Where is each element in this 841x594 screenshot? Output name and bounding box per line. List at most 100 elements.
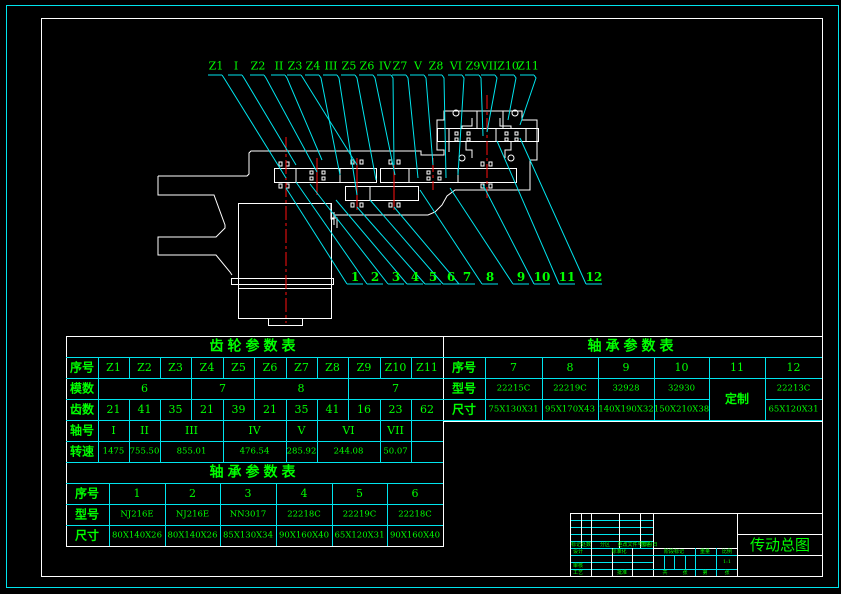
gear-block-shaft3 [345, 186, 419, 201]
leader-line [496, 140, 560, 285]
sheet-label: 张 [724, 569, 729, 576]
revision-label: 标记 [571, 541, 581, 548]
leader-line [393, 206, 460, 285]
bearing-left-cell-size: 90X160X40 [390, 531, 440, 541]
bearing-right-cell-size: 75X130X31 [489, 405, 539, 415]
bearing-left-cell-index: 6 [412, 487, 419, 500]
housing-right [420, 110, 538, 191]
gearbox-drawing [157, 95, 539, 326]
gear-block-shaft1-2 [274, 168, 377, 183]
shaft-gear-label: III [324, 60, 337, 73]
motor-body [238, 203, 332, 289]
bearing-callout: 7 [463, 270, 471, 284]
bearing-right-label-size: 尺寸 [452, 402, 476, 417]
shaft-gear-label: Z3 [288, 60, 303, 73]
gear-table-cell-index: Z3 [168, 361, 183, 374]
shaft-gear-label: IV [379, 60, 392, 73]
title-block: 标记处数分区更改文件号签名年月日设计标准化审核工艺批准阶段标记重量比例1:1共张… [570, 513, 823, 577]
bearing-table-left-title: 轴承参数表 [210, 464, 300, 481]
title-block-frame [570, 513, 823, 577]
bearing-left-cell-index: 1 [134, 487, 141, 500]
bearing-right-cell-index: 8 [567, 361, 574, 374]
bearing-right-label-index: 序号 [452, 360, 476, 375]
leader-line [309, 183, 389, 285]
leader-line [369, 199, 444, 285]
bearing-left-cell-size: 80X140X26 [112, 531, 162, 541]
gear-table-cell-index: Z10 [385, 361, 407, 374]
gear-block-shaft4-6 [380, 168, 517, 183]
bearing-callout: 3 [392, 270, 400, 284]
bearing-right-cell-model: 22215C [497, 384, 531, 394]
housing-inner [504, 141, 512, 158]
gear-table-cell-teeth: 62 [420, 403, 434, 416]
gear-table-cell-teeth: 21 [107, 403, 121, 416]
gear-block-shaft7 [437, 128, 539, 142]
gear-table-cell-teeth: 39 [232, 403, 246, 416]
gear-table-cell-speed: 755.50 [130, 447, 160, 457]
bearing-table-right-title: 轴承参数表 [588, 338, 678, 355]
leader-line [478, 74, 484, 137]
bearing-right-cell-model: 22213C [777, 384, 811, 394]
leader-line [335, 199, 408, 285]
leader-line [486, 74, 498, 133]
bearing-right-cell-index: 9 [623, 361, 630, 374]
leader-line [318, 74, 341, 176]
bearing-right-cell-index: 11 [730, 361, 744, 374]
gear-table-cell-speed: 476.54 [240, 447, 270, 457]
signoff-label-standard: 标准化 [611, 548, 626, 555]
bearing-right-cell-size: 95X170X43 [545, 405, 595, 415]
bearing-left-cell-model: 22218C [287, 510, 321, 520]
gear-table-cell-speed: 285.92 [287, 447, 317, 457]
bearing-callout: 2 [371, 270, 379, 284]
motor-base [238, 284, 332, 319]
bearing-callout: 10 [534, 270, 551, 284]
leader-line [372, 74, 396, 176]
bearing-left-label-size: 尺寸 [75, 528, 99, 543]
bearing-right-cell-size: 65X120X31 [769, 405, 819, 415]
housing-inner [499, 118, 512, 128]
revision-label: 年月日 [642, 541, 657, 548]
signoff-label-design: 设计 [573, 548, 583, 555]
signoff-label-approve: 批准 [617, 569, 627, 576]
shaft-gear-label: I [234, 60, 238, 73]
bearing-right-cell-size: 140X190X32 [598, 405, 653, 415]
bearing-right-label-model: 型号 [452, 381, 476, 396]
bearing-right-cell-model: 22219C [553, 384, 587, 394]
leader-line [519, 74, 537, 126]
gear-table-cell-shaft: IV [248, 424, 261, 437]
bearing-symbols [278, 109, 519, 208]
bearing-left-cell-model: 22218C [398, 510, 432, 520]
bearing-left-label-index: 序号 [75, 486, 99, 501]
leader-line [457, 74, 465, 176]
gear-table-cell-teeth: 21 [263, 403, 277, 416]
bearing-callout: 11 [559, 270, 576, 284]
gear-table-cell-index: Z5 [231, 361, 246, 374]
revision-label: 签名 [641, 541, 651, 548]
gear-table-cell-teeth: 23 [389, 403, 403, 416]
gear-table-cell-teeth: 41 [138, 403, 152, 416]
leader-line [221, 74, 287, 179]
weight-label: 重量 [700, 548, 710, 555]
shaft-gear-label: VII [480, 60, 498, 73]
gear-table-cell-teeth: 35 [169, 403, 183, 416]
shaft-gear-label: II [275, 60, 284, 73]
gear-table-cell-shaft: III [185, 424, 198, 437]
motor-flange [231, 278, 334, 285]
bearing-callout: 1 [351, 270, 359, 284]
leader-line [241, 74, 297, 166]
leader-line [285, 187, 348, 285]
gear-table-cell-index: Z1 [106, 361, 121, 374]
gear-table-label-module: 模数 [70, 381, 95, 396]
shaft-gear-label: Z1 [209, 60, 224, 73]
shaft-gear-label: V [413, 60, 423, 73]
gear-table-label-speed: 转速 [70, 444, 94, 459]
shaft-gear-label: Z8 [429, 60, 444, 73]
bearing-left-cell-size: 85X130X34 [223, 531, 273, 541]
gear-table-cell-module: 7 [219, 382, 226, 395]
bearing-left-cell-index: 5 [356, 487, 363, 500]
leader-line [423, 74, 434, 166]
